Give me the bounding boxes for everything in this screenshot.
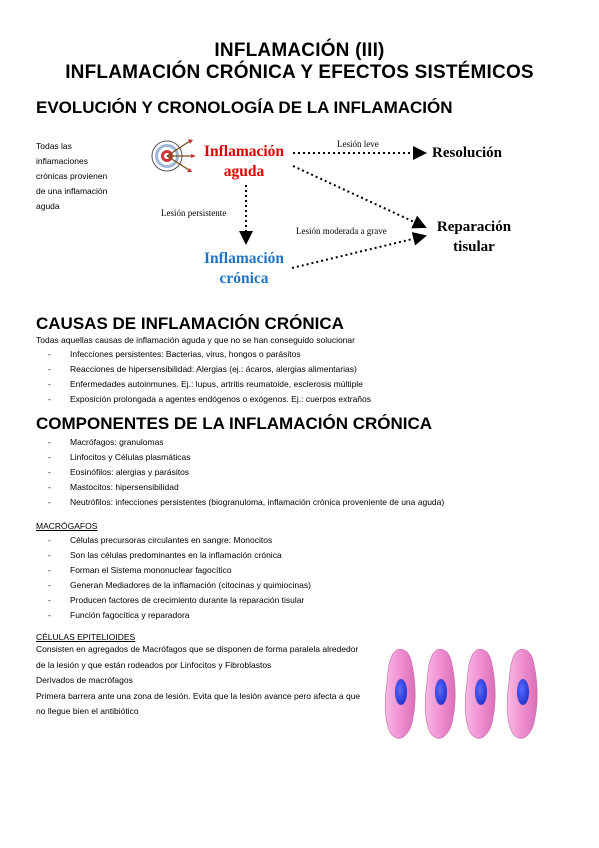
list-item: Son las células predominantes en la infl…	[36, 548, 311, 563]
evolucion-intro: Todas las inflamaciones crónicas provien…	[36, 141, 108, 211]
list-item: Reacciones de hipersensibilidad: Alergia…	[36, 362, 371, 377]
section-heading-evolucion: EVOLUCIÓN Y CRONOLOGÍA DE LA INFLAMACIÓN	[36, 98, 453, 117]
epitelioides-paragraph: Primera barrera ante una zona de lesión.…	[36, 690, 361, 717]
target-arrows-icon	[151, 139, 196, 172]
causas-list: Infecciones persistentes: Bacterias, vir…	[36, 347, 371, 407]
edge-label-leve: Lesión leve	[337, 139, 379, 149]
list-item: Generan Mediadores de la inflamación (ci…	[36, 578, 311, 593]
section-heading-componentes: COMPONENTES DE LA INFLAMACIÓN CRÓNICA	[36, 414, 433, 433]
epithelioid-cell	[464, 648, 496, 739]
list-item: Infecciones persistentes: Bacterias, vir…	[36, 347, 371, 362]
list-item: Enfermedades autoinmunes. Ej.: lupus, ar…	[36, 377, 371, 392]
document-subtitle: INFLAMACIÓN CRÓNICA Y EFECTOS SISTÉMICOS	[65, 62, 534, 83]
epithelioid-cell	[424, 648, 456, 739]
list-item: Producen factores de crecimiento durante…	[36, 593, 311, 608]
list-item: Mastocitos: hipersensibilidad	[36, 480, 444, 495]
edge-label-persistente: Lesión persistente	[161, 208, 227, 218]
epitelioides-paragraph: Derivados de macrófagos	[36, 675, 133, 685]
subheading-macrofagos: MACRÓGAFOS	[36, 521, 98, 531]
list-item: Función fagocítica y reparadora	[36, 608, 311, 623]
inflammation-flow-diagram	[151, 139, 427, 269]
macrofagos-list: Células precursoras circulantes en sangr…	[36, 533, 311, 623]
node-inflamacion-cronica: Inflamación crónica	[203, 250, 285, 287]
componentes-list: Macrófagos: granulomas Linfocitos y Célu…	[36, 435, 444, 510]
node-reparacion-tisular: Reparación tisular	[436, 219, 512, 255]
list-item: Células precursoras circulantes en sangr…	[36, 533, 311, 548]
list-item: Macrófagos: granulomas	[36, 435, 444, 450]
epitelioides-paragraph: Consisten en agregados de Macrófagos que…	[36, 644, 359, 670]
edge-label-moderada: Lesión moderada a grave	[296, 226, 387, 236]
list-item: Eosinófilos: alergias y parásitos	[36, 465, 444, 480]
epithelioid-cells-illustration	[384, 648, 538, 739]
causas-intro: Todas aquellas causas de inflamación agu…	[36, 335, 355, 345]
document-title: INFLAMACIÓN (III)	[214, 40, 385, 61]
section-heading-causas: CAUSAS DE INFLAMACIÓN CRÓNICA	[36, 314, 344, 333]
list-item: Linfocitos y Células plasmáticas	[36, 450, 444, 465]
list-item: Neutrófilos: infecciones persistentes (b…	[36, 495, 444, 510]
epitelioides-text: Consisten en agregados de Macrófagos que…	[36, 642, 366, 720]
node-resolucion: Resolución	[432, 145, 503, 161]
list-item: Exposición prolongada a agentes endógeno…	[36, 392, 371, 407]
list-item: Forman el Sistema mononuclear fagocítico	[36, 563, 311, 578]
node-inflamacion-aguda: Inflamación aguda	[203, 143, 285, 180]
subheading-celulas-epitelioides: CÉLULAS EPITELIOIDES	[36, 632, 136, 642]
epithelioid-cell	[384, 648, 416, 739]
epithelioid-cell	[506, 648, 538, 739]
